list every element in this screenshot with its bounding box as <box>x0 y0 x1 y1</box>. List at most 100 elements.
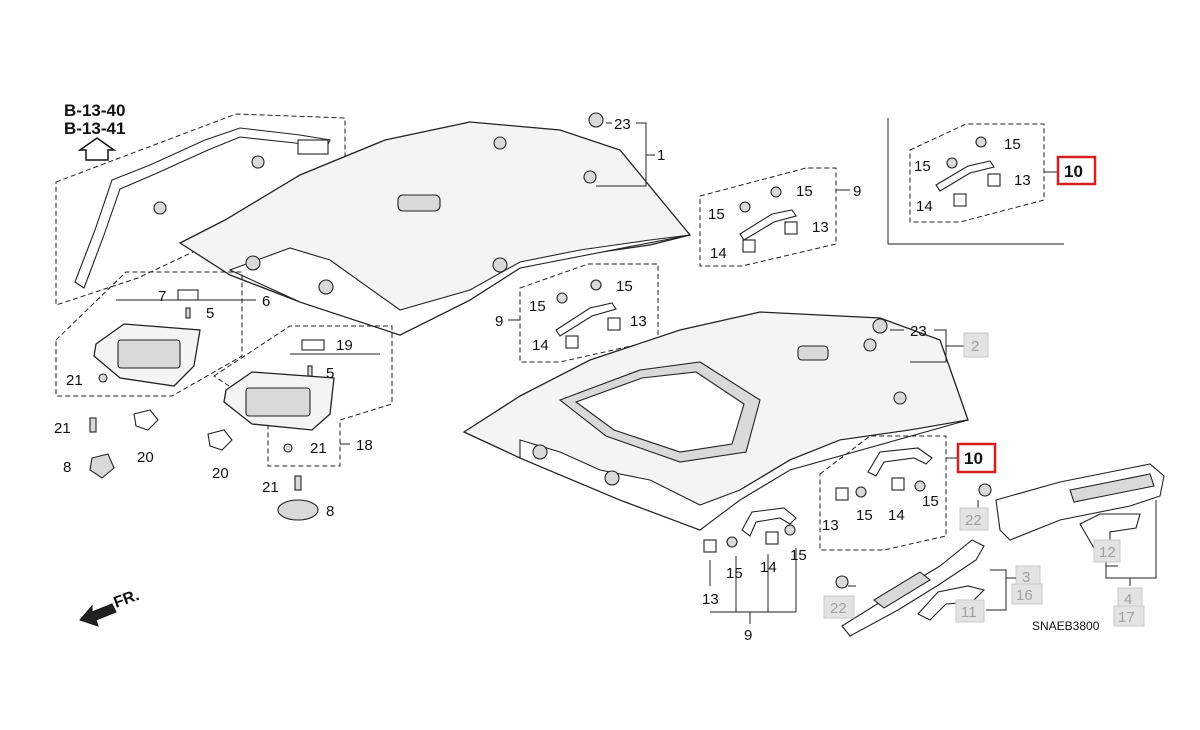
headliner-lower-light-cutout <box>797 345 829 361</box>
label-21-d[interactable]: 21 <box>262 479 279 496</box>
label-22-lower: 22 <box>830 600 847 617</box>
cap-8-a <box>89 453 115 479</box>
label-15-boxed-b[interactable]: 15 <box>1004 136 1021 153</box>
label-21-a[interactable]: 21 <box>66 372 83 389</box>
label-10-lower: 10 <box>964 449 983 468</box>
headliner-lower <box>462 311 969 531</box>
label-17: 17 <box>1118 609 1135 626</box>
clip-23-lower <box>872 318 888 334</box>
grab-handle-kit-middle: 15 15 13 14 9 <box>495 263 659 363</box>
label-15-bottom-a[interactable]: 15 <box>726 565 743 582</box>
grab-handle-middle <box>555 302 617 337</box>
label-14-upper[interactable]: 14 <box>710 245 727 262</box>
label-13-bottom[interactable]: 13 <box>702 591 719 608</box>
highlight-box-10-lower[interactable]: 10 <box>956 442 997 474</box>
front-direction-label: FR. <box>112 587 142 612</box>
label-19[interactable]: 19 <box>336 337 353 354</box>
clip-23-upper <box>588 112 604 128</box>
label-18[interactable]: 18 <box>356 437 373 454</box>
label-20-a[interactable]: 20 <box>137 449 154 466</box>
label-14-boxed[interactable]: 14 <box>916 198 933 215</box>
dimmed-box-22-upper[interactable]: 22 <box>959 507 989 531</box>
label-13-middle[interactable]: 13 <box>630 313 647 330</box>
pillar-garnish-group: 22 12 4 17 3 16 <box>823 463 1165 637</box>
front-direction-indicator: FR. <box>79 587 142 627</box>
grab-handle-kit-lower: 13 15 14 15 10 <box>819 435 997 551</box>
label-13-boxed[interactable]: 13 <box>1014 172 1031 189</box>
holder-20-a <box>133 409 159 431</box>
label-1[interactable]: 1 <box>657 147 665 164</box>
clip-22-upper <box>978 483 992 497</box>
label-14-middle[interactable]: 14 <box>532 337 549 354</box>
label-16: 16 <box>1016 587 1033 604</box>
label-21-c[interactable]: 21 <box>54 420 71 437</box>
holder-20-b <box>207 429 233 451</box>
grab-handle-lower-10 <box>867 447 933 477</box>
label-15-upper-b[interactable]: 15 <box>796 183 813 200</box>
dimmed-box-22-lower[interactable]: 22 <box>823 595 855 619</box>
label-12: 12 <box>1099 544 1116 561</box>
label-23-lower[interactable]: 23 <box>910 323 927 340</box>
label-15-upper-a[interactable]: 15 <box>708 206 725 223</box>
pillar-garnish-rear <box>995 463 1165 541</box>
label-9-middle[interactable]: 9 <box>495 313 503 330</box>
label-10-upper: 10 <box>1064 162 1083 181</box>
label-15-middle-a[interactable]: 15 <box>529 298 546 315</box>
label-13-lower-a[interactable]: 13 <box>822 517 839 534</box>
label-8-a[interactable]: 8 <box>63 459 71 476</box>
label-6[interactable]: 6 <box>262 293 270 310</box>
callout-23-2-lower: 23 2 <box>872 318 989 363</box>
label-15-lower-b[interactable]: 15 <box>922 493 939 510</box>
headliner-upper <box>178 121 692 336</box>
label-15-boxed-a[interactable]: 15 <box>914 158 931 175</box>
grab-handle-kit-bottom: 15 14 15 13 9 <box>702 507 807 644</box>
highlight-box-10-upper[interactable]: 10 <box>1056 155 1097 186</box>
label-15-bottom-b[interactable]: 15 <box>790 547 807 564</box>
reference-b-13-40[interactable]: B-13-40 <box>64 101 125 120</box>
label-13-upper[interactable]: 13 <box>812 219 829 236</box>
dimmed-box-11[interactable]: 11 <box>955 599 985 623</box>
dimmed-box-12[interactable]: 12 <box>1093 539 1121 563</box>
label-21-b[interactable]: 21 <box>310 440 327 457</box>
grab-handle-bottom <box>741 507 797 537</box>
grab-handle-kit-boxed: 15 15 13 14 10 <box>887 118 1097 245</box>
dimmed-box-17[interactable]: 17 <box>1113 605 1145 627</box>
bracket-11 <box>917 585 986 621</box>
label-3: 3 <box>1022 569 1030 586</box>
loose-parts-left: 21 20 8 20 21 8 <box>54 409 334 521</box>
label-7[interactable]: 7 <box>158 288 166 305</box>
clip-22-lower <box>835 575 849 589</box>
reference-b-13-41[interactable]: B-13-41 <box>64 119 125 138</box>
label-15-lower-a[interactable]: 15 <box>856 507 873 524</box>
reference-block: B-13-40 B-13-41 <box>64 101 125 161</box>
label-5-a[interactable]: 5 <box>206 305 214 322</box>
label-14-bottom[interactable]: 14 <box>760 559 777 576</box>
clip-7 <box>177 289 199 301</box>
label-5-b[interactable]: 5 <box>326 365 334 382</box>
dimmed-box-3[interactable]: 3 <box>1015 565 1041 587</box>
airbag-connector <box>297 139 329 155</box>
grab-handle-boxed <box>935 160 995 192</box>
label-20-b[interactable]: 20 <box>212 465 229 482</box>
dimmed-box-4[interactable]: 4 <box>1117 587 1143 609</box>
label-8-b[interactable]: 8 <box>326 503 334 520</box>
cap-8-b <box>277 499 319 521</box>
label-15-middle-b[interactable]: 15 <box>616 278 633 295</box>
grab-handle-kit-upper: 15 15 13 14 9 <box>699 167 861 267</box>
dimmed-box-16[interactable]: 16 <box>1011 583 1043 605</box>
callout-23-1-upper: 23 1 <box>588 112 665 187</box>
clip-19 <box>301 339 325 351</box>
label-22-upper: 22 <box>965 512 982 529</box>
label-14-lower-a[interactable]: 14 <box>888 507 905 524</box>
label-11: 11 <box>961 604 977 621</box>
label-9-bottom[interactable]: 9 <box>744 627 752 644</box>
label-9-upper[interactable]: 9 <box>853 183 861 200</box>
dimmed-box-2[interactable]: 2 <box>963 332 989 358</box>
label-4: 4 <box>1124 591 1132 608</box>
airbag-bolt-right <box>251 155 265 169</box>
sunvisor-group-6: 6 7 5 21 <box>55 271 270 397</box>
diagram-code: SNAEB3800 <box>1032 619 1100 633</box>
label-23-upper[interactable]: 23 <box>614 116 631 133</box>
headliner-upper-light-cutout <box>397 194 441 212</box>
